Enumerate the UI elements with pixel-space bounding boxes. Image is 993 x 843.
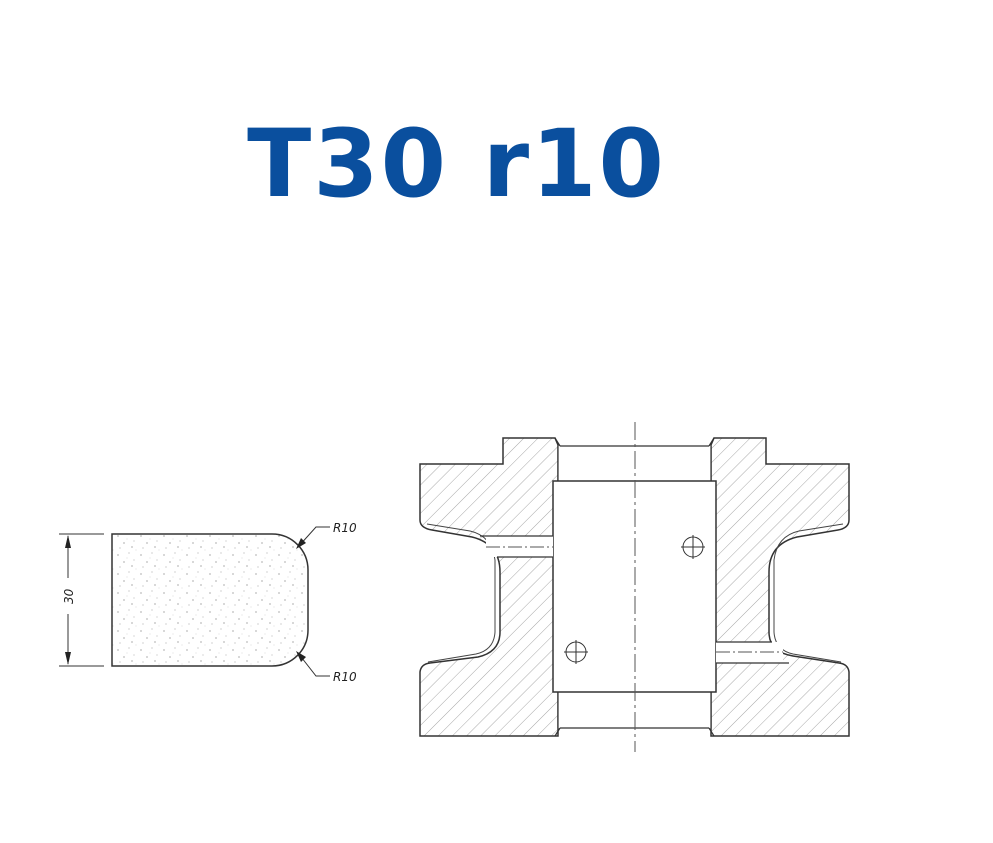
hole-mark-icon: [681, 535, 705, 559]
profile-view: 30 R10 R10: [59, 521, 357, 684]
left-groove-lining: [426, 523, 496, 663]
section-view: [419, 422, 850, 752]
section-right-body: [710, 437, 850, 737]
leader-arrow-icon: [296, 538, 306, 549]
hole-mark-icon: [564, 640, 588, 664]
top-radius-label: R10: [333, 521, 357, 535]
page-title: T30 r10: [247, 110, 666, 219]
leader-arrow-icon: [296, 651, 306, 662]
arrow-down-icon: [65, 652, 71, 665]
height-dimension-label: 30: [62, 588, 76, 604]
profile-shape: [111, 533, 309, 667]
section-left-body: [419, 437, 559, 737]
arrow-up-icon: [65, 535, 71, 548]
right-groove-lining: [773, 523, 844, 663]
bottom-radius-label: R10: [333, 670, 357, 684]
